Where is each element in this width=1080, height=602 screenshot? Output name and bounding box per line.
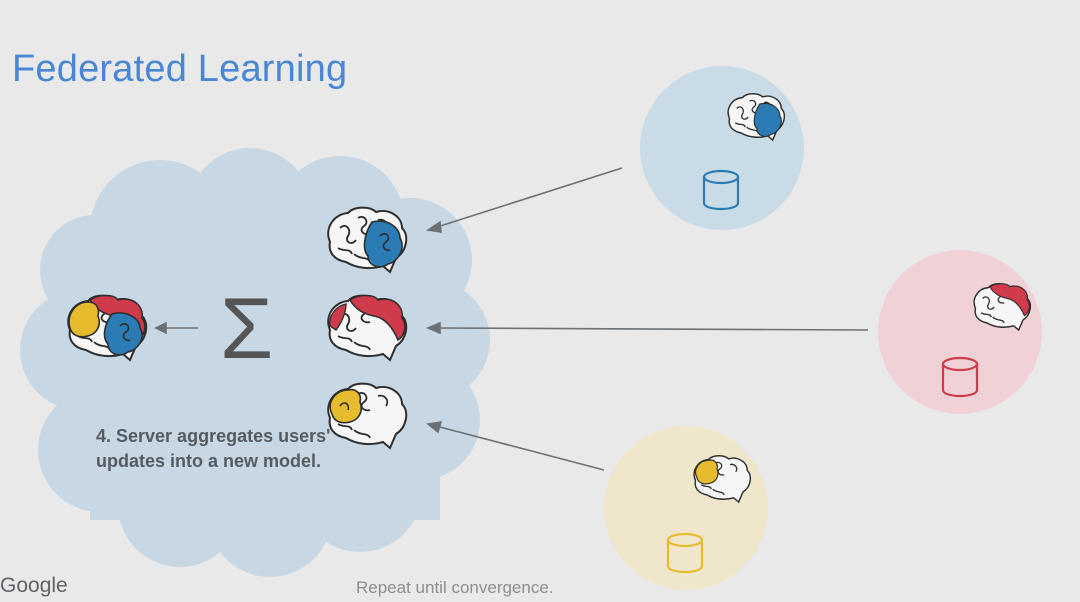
brain-icon-client-red (973, 283, 1032, 331)
client-yellow (604, 426, 768, 590)
sigma-icon: Σ (220, 281, 273, 377)
slide-footer: Repeat until convergence. (356, 578, 554, 597)
slide-title: Federated Learning (12, 48, 348, 90)
brain-icon-aggregated-model (67, 294, 148, 361)
server-cloud (20, 148, 490, 577)
client-blue (640, 66, 804, 230)
brain-icon-server-red (327, 294, 408, 361)
step-caption: 4. Server aggregates users' updates into… (96, 426, 331, 471)
brain-icon-server-yellow (327, 382, 408, 449)
brain-icon-server-blue (327, 206, 408, 273)
arrow-icon (154, 167, 869, 471)
client-red (878, 250, 1042, 414)
brain-icon-client-blue (727, 93, 786, 141)
brain-icon-client-yellow (693, 455, 752, 503)
brand-logo: Google (0, 574, 68, 597)
